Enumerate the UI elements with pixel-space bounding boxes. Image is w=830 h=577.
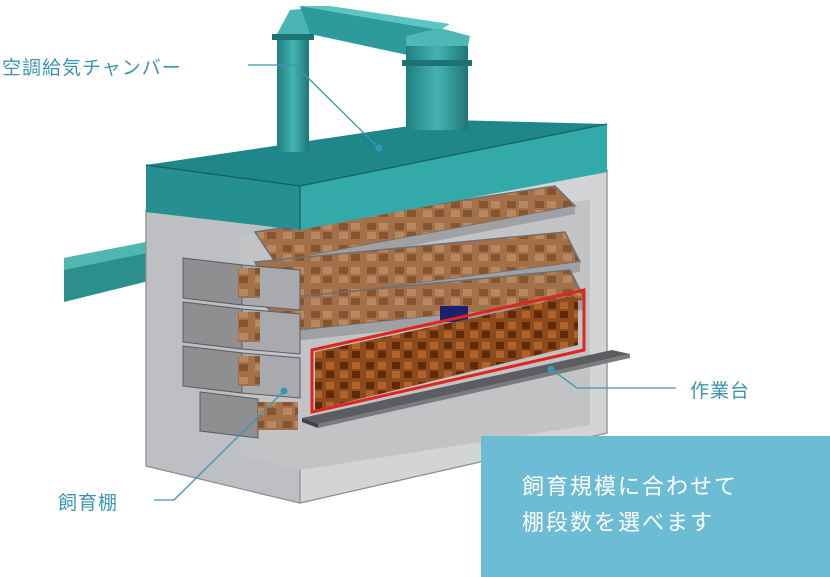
rearing-shelf-label: 飼育棚: [58, 492, 119, 514]
callout-line-2: 棚段数を選べます: [522, 511, 715, 536]
rearing-shelf: [182, 257, 301, 439]
shelf-leader: [173, 390, 285, 501]
overhead-duct: [272, 6, 472, 152]
air-supply-chamber: [145, 120, 608, 230]
callout-line-1: 飼育規模に合わせて: [522, 475, 739, 500]
leader-lines: [154, 64, 676, 501]
chamber-leader-dot: [375, 144, 383, 152]
workbench-label: 作業台: [690, 380, 751, 402]
work-shelf-trays: [310, 288, 586, 414]
info-callout: 飼育規模に合わせて 棚段数を選べます: [481, 436, 830, 577]
workbench-leader: [550, 368, 578, 389]
shelf-leader-dot: [280, 387, 288, 395]
workbench-leader-dot: [547, 365, 555, 373]
chamber-label: 空調給気チャンバー: [2, 57, 182, 79]
